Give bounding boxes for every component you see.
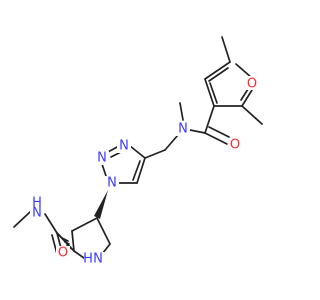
- methyl-bond-c5: [221, 36, 231, 63]
- triazole-bond-c4-c5-double: [132, 160, 141, 181]
- triazole-bond-n1-n2: [101, 163, 107, 177]
- atom-amide-nitrogen-bottom: N: [32, 206, 42, 221]
- bond-n-ch2: [164, 134, 179, 151]
- methyl-bond-c2: [241, 105, 263, 125]
- triazole-bond-c4-c5: [136, 157, 146, 184]
- bond-carbonyl-n-top: [189, 129, 206, 134]
- furan-bond-c5-c4-double: [208, 67, 229, 82]
- wedge-bond-n1-pyrrolidine: [94, 190, 108, 219]
- furan-bond-c5-c4: [204, 61, 231, 80]
- atom-pyrrolidine-hydrogen: H: [83, 252, 93, 267]
- atom-amide-hydrogen-bottom: H: [32, 196, 42, 211]
- bond-layer: [13, 36, 263, 259]
- pyrrolidine-bond-c4-c3: [71, 217, 98, 232]
- atom-furan-oxygen: O: [247, 77, 257, 92]
- furan-bond-c4-c3: [204, 78, 215, 107]
- atom-triazole-n1: N: [107, 176, 117, 191]
- atom-pyrrolidine-nitrogen: N: [93, 252, 103, 267]
- bond-n-methyl-top: [179, 102, 184, 121]
- pyrrolidine-bond-c2-c3: [71, 230, 75, 252]
- atom-label-layer: O O N N N N H N O N H: [30, 76, 259, 267]
- atom-amide-oxygen-top: O: [230, 138, 240, 153]
- atom-triazole-n3: N: [119, 139, 129, 154]
- bond-amide-co-1: [56, 232, 69, 245]
- molecule-structure-diagram: O O N N N N H N O N H: [13, 36, 263, 267]
- atom-triazole-n2: N: [97, 151, 107, 166]
- atom-amide-nitrogen-top: N: [178, 122, 188, 137]
- triazole-bond-n3-c4: [129, 145, 146, 159]
- furan-bond-c2-o: [241, 89, 253, 107]
- atom-amide-oxygen-bottom: O: [58, 246, 68, 261]
- pyrrolidine-bond-n-c2: [73, 250, 85, 259]
- bond-carbonyl-o-top-1: [204, 132, 228, 145]
- bond-c3-carbonyl: [204, 105, 215, 134]
- bond-carbonyl-o-top-2: [208, 126, 230, 138]
- pyrrolidine-bond-c4-c5: [96, 217, 111, 245]
- bond-amide-c-nh: [44, 213, 58, 234]
- bond-nh-methyl: [13, 211, 31, 228]
- furan-bond-o-c5: [235, 63, 253, 79]
- furan-bond-c4-c3-double: [209, 82, 218, 104]
- bond-ch2-triazole: [144, 149, 166, 159]
